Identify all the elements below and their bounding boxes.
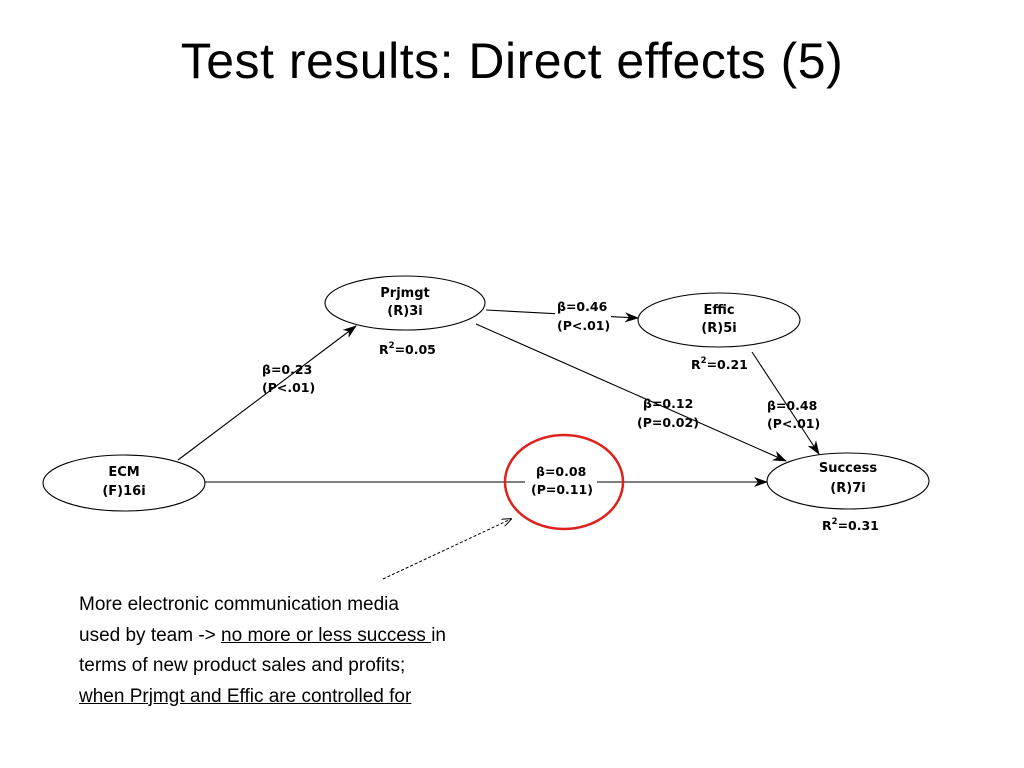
beta-ecm-success: β=0.08 [536, 464, 586, 479]
note-line-2-underlined: no more or less success [221, 624, 432, 646]
note-line-2-suffix: in [431, 624, 446, 646]
note-line-3: terms of new product sales and profits; [79, 655, 406, 676]
beta-effic-success: β=0.48 [767, 398, 817, 413]
note-line-2: used by team -> no more or less success … [79, 621, 539, 652]
node-effic-type: (R)5i [701, 321, 736, 336]
r2-prjmgt: R2=0.05 [379, 341, 436, 357]
node-success: Success (R)7i [766, 452, 930, 510]
annotation-pointer-arrow [382, 519, 511, 580]
note-line-2-prefix: used by team -> [79, 624, 222, 646]
node-prjmgt-type: (R)3i [387, 304, 422, 319]
r2-success: R2=0.31 [822, 517, 879, 533]
node-effic-name: Effic [703, 303, 734, 318]
node-ecm-type: (F)16i [102, 484, 145, 499]
p-effic-success: (P<.01) [767, 416, 820, 431]
p-ecm-prjmgt: (P<.01) [262, 380, 315, 395]
edge-prjmgt-success [475, 323, 787, 462]
p-prjmgt-success: (P=0.02) [637, 415, 699, 430]
p-prjmgt-effic: (P<.01) [557, 318, 610, 333]
node-prjmgt: Prjmgt (R)3i [324, 275, 486, 331]
edge-effic-success [751, 351, 820, 455]
node-effic: Effic (R)5i [637, 292, 801, 348]
note-line-1: More electronic communication media [79, 594, 399, 615]
edge-label-ecm-prjmgt: β=0.23 (P<.01) [262, 362, 315, 395]
note-line-4-underlined: when Prjmgt and Effic are controlled for [79, 685, 412, 707]
node-ecm: ECM (F)16i [42, 454, 206, 512]
beta-prjmgt-effic: β=0.46 [557, 299, 608, 314]
edge-label-prjmgt-effic: β=0.46 (P<.01) [557, 299, 610, 333]
node-ecm-name: ECM [108, 465, 139, 480]
node-success-type: (R)7i [830, 481, 865, 496]
highlight-circle [503, 433, 625, 531]
slide-title: Test results: Direct effects (5) [180, 33, 844, 89]
edge-label-effic-success: β=0.48 (P<.01) [767, 398, 820, 431]
note-line-4: when Prjmgt and Effic are controlled for [79, 682, 539, 713]
r2-effic: R2=0.21 [691, 356, 748, 372]
node-success-name: Success [819, 461, 878, 476]
edge-ecm-prjmgt [177, 325, 357, 461]
beta-ecm-prjmgt: β=0.23 [262, 362, 312, 377]
p-ecm-success: (P=0.11) [531, 482, 593, 497]
annotation-note: More electronic communication media used… [79, 590, 539, 712]
beta-prjmgt-success: β=0.12 [643, 396, 693, 411]
edge-label-prjmgt-success: β=0.12 (P=0.02) [637, 396, 699, 430]
node-prjmgt-name: Prjmgt [380, 286, 429, 301]
edge-label-ecm-success: β=0.08 (P=0.11) [531, 464, 593, 497]
